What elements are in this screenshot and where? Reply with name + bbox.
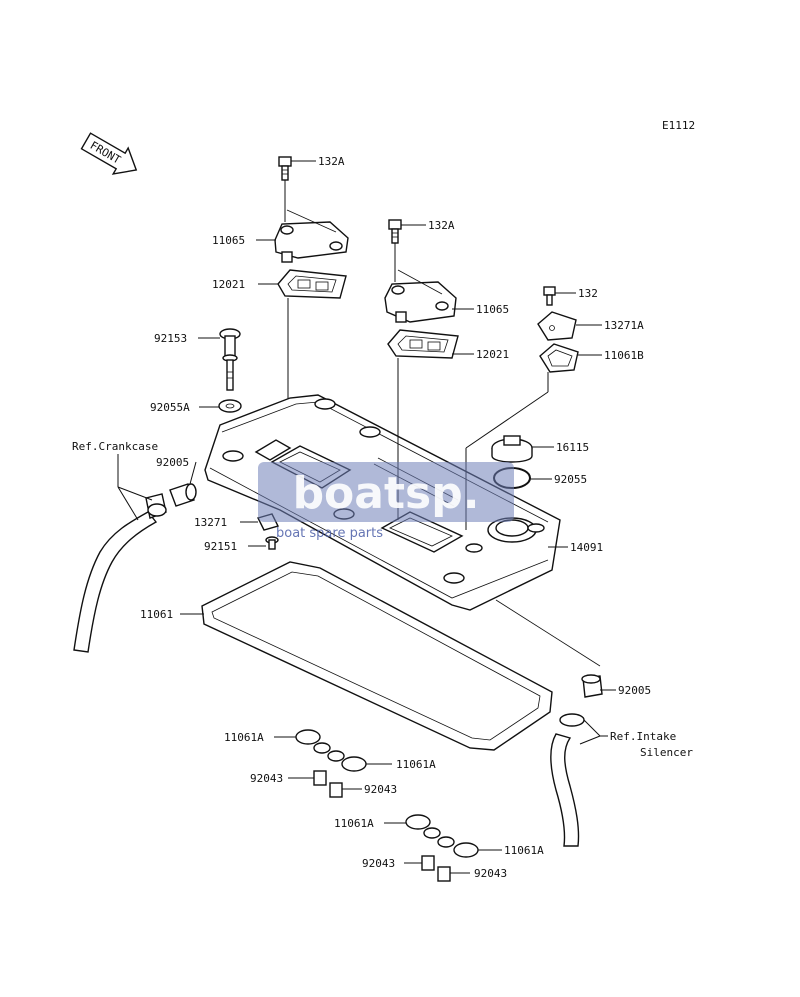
callout-label: 14091 — [570, 541, 603, 554]
gasket-12021-left — [277, 269, 347, 299]
callout-label: 92043 — [250, 772, 283, 785]
bolt-92151 — [265, 536, 279, 550]
plate-13271a — [537, 311, 577, 341]
callout-label: 13271A — [604, 319, 644, 332]
hose-ref-crankcase — [73, 493, 167, 653]
callout-label: Ref.Crankcase — [72, 440, 158, 453]
callout-label: 92043 — [364, 783, 397, 796]
callout-label: 132 — [578, 287, 598, 300]
callout-label: 132A — [428, 219, 455, 232]
watermark-logo-text: boatsp. — [293, 468, 480, 519]
grommet-92055a — [218, 399, 242, 413]
callout-label: 92055A — [150, 401, 190, 414]
callout-label: 11061A — [334, 817, 374, 830]
callout-label: 13271 — [194, 516, 227, 529]
oil-cap-16115 — [491, 435, 533, 463]
callout-label: 92043 — [362, 857, 395, 870]
bolt-132a-left — [278, 156, 292, 181]
callout-label: 92005 — [618, 684, 651, 697]
breather-cover-11065-left — [274, 221, 349, 263]
callout-label: 11065 — [212, 234, 245, 247]
callout-label: 92153 — [154, 332, 187, 345]
callout-label: 11065 — [476, 303, 509, 316]
gasket-12021-right — [387, 329, 459, 359]
hose-ref-intake-silencer — [550, 713, 585, 847]
callout-label: 132A — [318, 155, 345, 168]
callout-label: 12021 — [476, 348, 509, 361]
callout-label: 92055 — [554, 473, 587, 486]
watermark-subtext: boat spare parts — [276, 526, 383, 541]
callout-label: Silencer — [640, 746, 693, 759]
callout-label: 11061A — [224, 731, 264, 744]
seal-group-1 — [295, 729, 367, 798]
callout-label: 16115 — [556, 441, 589, 454]
callout-label: 11061 — [140, 608, 173, 621]
gasket-11061b — [539, 343, 579, 373]
callout-label: 11061A — [504, 844, 544, 857]
bolt-92153 — [219, 328, 241, 391]
gasket-11061 — [201, 561, 553, 751]
front-arrow-icon: FRONT — [80, 132, 138, 175]
callout-label: 92151 — [204, 540, 237, 553]
seal-group-2 — [405, 814, 479, 882]
callout-label: 11061B — [604, 349, 644, 362]
bolt-132a-right — [388, 219, 402, 244]
callout-label: 11061A — [396, 758, 436, 771]
diagram-code: E1112 — [662, 119, 695, 132]
fitting-92005-lower — [581, 674, 603, 698]
bolt-132 — [543, 286, 556, 306]
breather-cover-11065-right — [384, 281, 457, 323]
callout-label: 12021 — [212, 278, 245, 291]
callout-label: 92005 — [156, 456, 189, 469]
callout-label: Ref.Intake — [610, 730, 676, 743]
fitting-92005-upper — [169, 483, 197, 507]
watermark-logo: boatsp. boat spare parts — [258, 462, 514, 541]
callout-label: 92043 — [474, 867, 507, 880]
